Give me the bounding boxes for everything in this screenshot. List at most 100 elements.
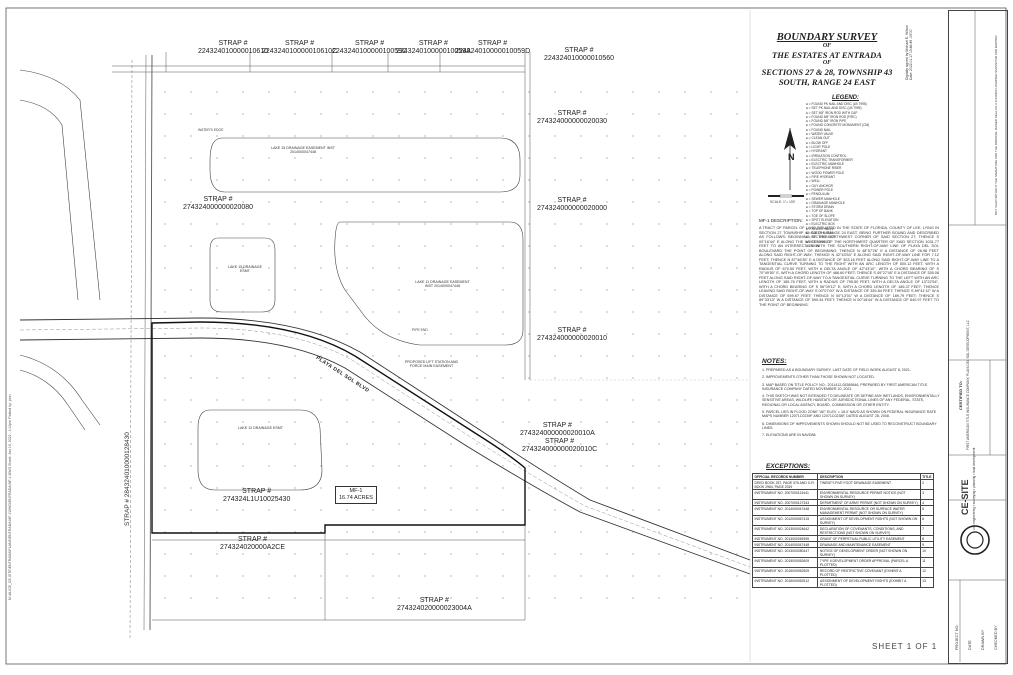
spot-elevation-dot: [268, 113, 270, 115]
spot-elevation-dot: [684, 487, 686, 489]
spot-elevation-dot: [658, 223, 660, 225]
scale-label: SCALE: 1"= 100': [770, 200, 796, 204]
exceptions-cell: 11: [919, 557, 935, 568]
title-sidebar: [948, 10, 1008, 664]
spot-elevation-dot: [398, 267, 400, 269]
spot-elevation-dot: [320, 355, 322, 357]
spot-elevation-dot: [710, 135, 712, 137]
spot-elevation-dot: [372, 443, 374, 445]
spot-elevation-dot: [372, 509, 374, 511]
legend-item: ● = SIGN: [806, 243, 820, 248]
spot-elevation-dot: [216, 575, 218, 577]
spot-elevation-dot: [684, 289, 686, 291]
spot-elevation-dot: [710, 333, 712, 335]
spot-elevation-dot: [346, 531, 348, 533]
spot-elevation-dot: [580, 311, 582, 313]
spot-elevation-dot: [398, 597, 400, 599]
spot-elevation-dot: [580, 289, 582, 291]
drawn-by-label: DRAWN BY: [981, 629, 985, 650]
spot-elevation-dot: [398, 135, 400, 137]
spot-elevation-dot: [710, 179, 712, 181]
exceptions-cell: ASSIGNMENT OF DEVELOPMENT RIGHTS (EXHIBI…: [817, 577, 921, 588]
spot-elevation-dot: [606, 487, 608, 489]
spot-elevation-dot: [320, 91, 322, 93]
spot-elevation-dot: [476, 377, 478, 379]
spot-elevation-dot: [502, 575, 504, 577]
spot-elevation-dot: [606, 91, 608, 93]
lift-station-label: PROPOSED LIFT STATION AND FORCE MAIN EAS…: [404, 360, 459, 369]
spot-elevation-dot: [268, 135, 270, 137]
spot-elevation-dot: [658, 597, 660, 599]
spot-elevation-dot: [502, 179, 504, 181]
spot-elevation-dot: [502, 377, 504, 379]
spot-elevation-dot: [606, 399, 608, 401]
description-text: A TRACT OF PARCEL OF LAND SITUATED IN TH…: [759, 226, 939, 307]
spot-elevation-dot: [710, 267, 712, 269]
spot-elevation-dot: [684, 421, 686, 423]
spot-elevation-dot: [554, 91, 556, 93]
spot-elevation-dot: [502, 245, 504, 247]
spot-elevation-dot: [346, 443, 348, 445]
spot-elevation-dot: [268, 245, 270, 247]
spot-elevation-dot: [216, 465, 218, 467]
spot-elevation-dot: [372, 377, 374, 379]
spot-elevation-dot: [710, 421, 712, 423]
spot-elevation-dot: [554, 553, 556, 555]
legend-item: ● = GUY ANCHOR: [806, 183, 833, 188]
spot-elevation-dot: [424, 91, 426, 93]
spot-elevation-dot: [632, 245, 634, 247]
spot-elevation-dot: [736, 135, 738, 137]
spot-elevation-dot: [320, 487, 322, 489]
spot-elevation-dot: [658, 267, 660, 269]
spot-elevation-dot: [476, 179, 478, 181]
spot-elevation-dot: [294, 223, 296, 225]
spot-elevation-dot: [190, 509, 192, 511]
exceptions-cell: TYPE II DEVELOPMENT ORDER APPROVAL (PARC…: [817, 557, 921, 568]
spot-elevation-dot: [554, 179, 556, 181]
spot-elevation-dot: [424, 487, 426, 489]
spot-elevation-dot: [658, 135, 660, 137]
spot-elevation-dot: [216, 509, 218, 511]
spot-elevation-dot: [294, 157, 296, 159]
spot-elevation-dot: [554, 135, 556, 137]
spot-elevation-dot: [164, 179, 166, 181]
spot-elevation-dot: [580, 421, 582, 423]
spot-elevation-dot: [502, 553, 504, 555]
spot-elevation-dot: [294, 355, 296, 357]
spot-elevation-dot: [190, 267, 192, 269]
spot-elevation-dot: [476, 223, 478, 225]
spot-elevation-dot: [710, 91, 712, 93]
spot-elevation-dot: [164, 421, 166, 423]
legend-item: ● = SEWER VALVE: [806, 226, 834, 231]
spot-elevation-dot: [320, 201, 322, 203]
strap-label: STRAP #274324000000020010A: [520, 422, 595, 437]
spot-elevation-dot: [320, 377, 322, 379]
spot-elevation-dot: [216, 597, 218, 599]
spot-elevation-dot: [476, 311, 478, 313]
spot-elevation-dot: [736, 157, 738, 159]
spot-elevation-dot: [424, 157, 426, 159]
note-item: 3. MAP BASED ON TITLE POLICY NO.: 201141…: [762, 382, 928, 391]
spot-elevation-dot: [554, 333, 556, 335]
spot-elevation-dot: [268, 399, 270, 401]
spot-elevation-dot: [554, 487, 556, 489]
spot-elevation-dot: [736, 311, 738, 313]
spot-elevation-dot: [372, 135, 374, 137]
spot-elevation-dot: [216, 553, 218, 555]
note-item: 1. PREPARED AS A BOUNDARY SURVEY. LAST D…: [762, 368, 911, 372]
spot-elevation-dot: [528, 179, 530, 181]
spot-elevation-dot: [606, 465, 608, 467]
spot-elevation-dot: [398, 421, 400, 423]
spot-elevation-dot: [320, 575, 322, 577]
notes-heading: NOTES:: [762, 358, 787, 365]
strap-label: STRAP #224324010000010610C: [262, 40, 338, 55]
spot-elevation-dot: [242, 399, 244, 401]
spot-elevation-dot: [580, 157, 582, 159]
survey-title: BOUNDARY SURVEY OF THE ESTATES AT ENTRAD…: [761, 32, 893, 87]
checked-by-label: CHECKED BY: [994, 625, 998, 650]
spot-elevation-dot: [424, 465, 426, 467]
exceptions-cell: INSTRUMENT NO. 2015000052512: [751, 577, 819, 588]
spot-elevation-dot: [294, 245, 296, 247]
spot-elevation-dot: [476, 289, 478, 291]
spot-elevation-dot: [450, 597, 452, 599]
